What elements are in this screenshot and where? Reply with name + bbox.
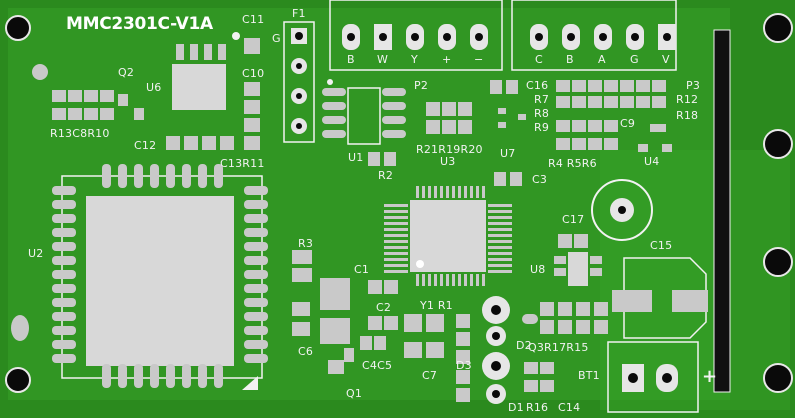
designator-u1: U1 bbox=[348, 151, 364, 164]
p3-pin-label: C bbox=[535, 53, 543, 66]
u6-chip bbox=[172, 32, 240, 110]
copper-pour-right bbox=[600, 150, 790, 410]
f1-header bbox=[283, 21, 315, 143]
designator-q3r17r15: Q3R17R15 bbox=[528, 341, 589, 354]
middle-pads bbox=[368, 80, 672, 276]
designator-f1: F1 bbox=[292, 7, 306, 20]
designator-u8: U8 bbox=[530, 263, 546, 276]
p2-pin-label: W bbox=[377, 53, 389, 66]
designator-p2: P2 bbox=[414, 79, 429, 92]
designator-u2: U2 bbox=[28, 247, 44, 260]
board-title: MMC2301C-V1A bbox=[66, 14, 213, 34]
designator-r13c8r10: R13C8R10 bbox=[50, 127, 110, 140]
designator-u4: U4 bbox=[644, 155, 660, 168]
designator-r4r5r6: R4 R5R6 bbox=[548, 157, 597, 170]
oval-pad bbox=[11, 315, 29, 341]
diodes bbox=[482, 296, 510, 404]
designator-r18: R18 bbox=[676, 109, 699, 122]
designator-c2: C2 bbox=[376, 301, 392, 314]
mounting-holes bbox=[5, 13, 793, 393]
mounting-hole bbox=[763, 363, 793, 393]
designator-c11: C11 bbox=[242, 13, 265, 26]
buzzer bbox=[591, 179, 653, 241]
mounting-hole bbox=[5, 367, 31, 393]
designator-c7: C7 bbox=[422, 369, 438, 382]
mounting-hole bbox=[763, 247, 793, 277]
p2-connector bbox=[329, 0, 503, 71]
u1-chip bbox=[322, 79, 406, 145]
designator-d3: D3 bbox=[456, 359, 472, 372]
designator-c10: C10 bbox=[242, 67, 265, 80]
designator-q1: Q1 bbox=[346, 387, 363, 400]
designator-p3: P3 bbox=[686, 79, 701, 92]
p3-pin-label: V bbox=[662, 53, 670, 66]
designator-r9: R9 bbox=[534, 121, 550, 134]
designator-r12: R12 bbox=[676, 93, 699, 106]
u2-module bbox=[52, 164, 268, 390]
p2-pin-label: Y bbox=[411, 53, 418, 66]
designator-r16: R16 bbox=[526, 401, 549, 414]
u3-chip bbox=[384, 186, 512, 286]
designator-bt1: BT1 bbox=[578, 369, 600, 382]
designator-c6: C6 bbox=[298, 345, 314, 358]
designator-u7: U7 bbox=[500, 147, 516, 160]
lower-pads bbox=[292, 250, 608, 402]
bt1-plus-label: + bbox=[702, 366, 718, 387]
designator-c4c5: C4C5 bbox=[362, 359, 393, 372]
designator-y1r1: Y1 R1 bbox=[420, 299, 453, 312]
c15-capacitor bbox=[612, 257, 708, 339]
mounting-hole bbox=[763, 129, 793, 159]
designator-d2: D2 bbox=[516, 339, 532, 352]
designator-c16: C16 bbox=[526, 79, 549, 92]
battery-strip bbox=[713, 29, 731, 393]
p2-pin-label: − bbox=[474, 53, 484, 66]
mounting-hole bbox=[763, 13, 793, 43]
passive-pads bbox=[52, 38, 260, 150]
designator-c15: C15 bbox=[650, 239, 673, 252]
designator-c9: C9 bbox=[620, 117, 636, 130]
designator-c13r11: C13R11 bbox=[220, 157, 265, 170]
designator-r8: R8 bbox=[534, 107, 550, 120]
designator-c3: C3 bbox=[532, 173, 548, 186]
p2-pin-label: B bbox=[347, 53, 355, 66]
designator-u6: U6 bbox=[146, 81, 162, 94]
designator-r3: R3 bbox=[298, 237, 314, 250]
u8-chip bbox=[568, 252, 588, 286]
designator-q2: Q2 bbox=[118, 66, 135, 79]
p3-pin-label: A bbox=[598, 53, 606, 66]
p1-pin-label: G bbox=[272, 32, 281, 45]
designator-r21r19r20: R21R19R20 bbox=[416, 143, 483, 156]
designator-c12: C12 bbox=[134, 139, 157, 152]
designator-c17: C17 bbox=[562, 213, 585, 226]
fiducial bbox=[32, 64, 48, 80]
designator-d1: D1 bbox=[508, 401, 524, 414]
designator-r2: R2 bbox=[378, 169, 394, 182]
bt1-connector bbox=[607, 341, 699, 413]
p2-pin-label: + bbox=[442, 53, 452, 66]
p3-pin-label: G bbox=[630, 53, 639, 66]
designator-c1: C1 bbox=[354, 263, 370, 276]
designator-c14: C14 bbox=[558, 401, 581, 414]
designator-u3: U3 bbox=[440, 155, 456, 168]
p3-connector bbox=[511, 0, 677, 71]
p3-pin-label: B bbox=[566, 53, 574, 66]
mounting-hole bbox=[5, 15, 31, 41]
designator-r7: R7 bbox=[534, 93, 550, 106]
